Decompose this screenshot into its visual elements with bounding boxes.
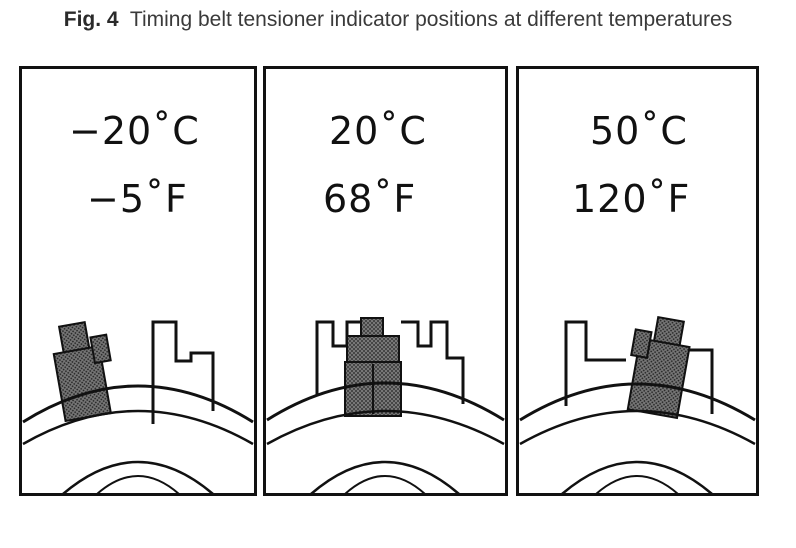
pulley-arc-outer [266, 381, 505, 422]
figure-caption-text: Timing belt tensioner indicator position… [129, 8, 733, 31]
temperature-celsius: 20˚C [329, 109, 427, 153]
figure-label: Fig. 4 [63, 8, 119, 31]
fixed-bracket [151, 320, 215, 424]
temperature-fahrenheit: 68˚F [323, 177, 417, 221]
fixed-bracket-left [315, 320, 361, 396]
tensioner-indicator [344, 317, 402, 417]
pulley-arc-inner [62, 460, 214, 495]
panel-frame [19, 66, 257, 496]
pulley-hub-arc [96, 475, 180, 495]
fixed-bracket-left [564, 320, 626, 406]
temperature-fahrenheit: 120˚F [572, 177, 691, 221]
panel-hot: 50˚C 120˚F [516, 66, 759, 496]
pulley-hub-arc [595, 475, 679, 495]
figure-caption: Fig. 4 Timing belt tensioner indicator p… [0, 8, 796, 32]
panel-frame [263, 66, 508, 496]
tensioner-indicator [626, 315, 691, 420]
pulley-arc-inner [310, 460, 460, 495]
tensioner-diagram-cold [19, 66, 257, 496]
panel-cold: −20˚C −5˚F [19, 66, 257, 496]
pulley-arc-outer [22, 384, 254, 424]
pulley-arc-outer [519, 382, 756, 422]
panel-normal: 20˚C 68˚F [263, 66, 508, 496]
pulley-arc-middle [519, 409, 756, 446]
tensioner-diagram-hot [516, 66, 759, 496]
panel-frame [516, 66, 759, 496]
pulley-arc-middle [22, 409, 254, 446]
pulley-arc-inner [561, 460, 713, 495]
temperature-celsius: 50˚C [590, 109, 688, 153]
tensioner-diagram-normal [263, 66, 508, 496]
fixed-bracket-right [401, 320, 465, 404]
temperature-fahrenheit: −5˚F [87, 177, 188, 221]
pulley-hub-arc [344, 475, 426, 495]
temperature-celsius: −20˚C [69, 109, 200, 153]
pulley-arc-middle [266, 409, 505, 446]
fixed-bracket-right [686, 348, 714, 414]
